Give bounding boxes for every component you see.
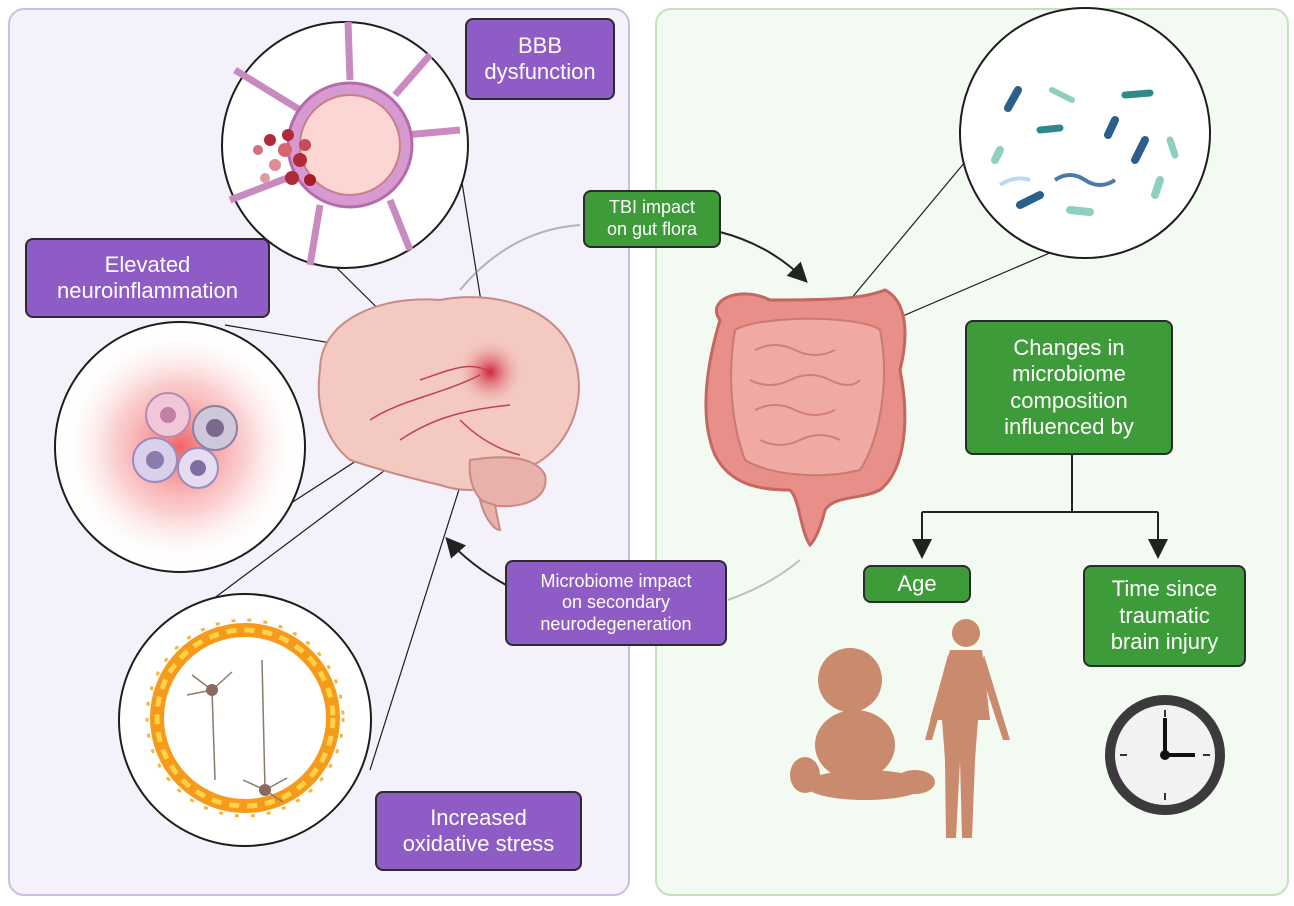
label-age: Age <box>863 565 971 603</box>
baby-icon <box>790 648 935 800</box>
label-microbiome-impact: Microbiome impact on secondary neurodege… <box>505 560 727 646</box>
label-time-since-tbi: Time since traumatic brain injury <box>1083 565 1246 667</box>
bacteria-icon <box>959 7 1211 259</box>
tree-connectors <box>912 455 1168 559</box>
arc-lower <box>727 559 801 601</box>
label-increased-oxidative-stress: Increased oxidative stress <box>375 791 582 871</box>
label-bbb-text: BBB dysfunction <box>484 32 596 84</box>
arrow-microbiome-to-brain <box>445 536 507 586</box>
arrow-tbi-to-gut <box>719 231 808 283</box>
label-bbb-dysfunction: BBB dysfunction <box>465 18 615 100</box>
label-neuroinflammation-text: Elevated neuroinflammation <box>57 251 238 303</box>
label-age-text: Age <box>897 570 937 596</box>
label-tbi-impact-gut: TBI impact on gut flora <box>583 190 721 248</box>
label-elevated-neuroinflammation: Elevated neuroinflammation <box>25 238 270 318</box>
label-changes-microbiome: Changes in microbiome composition influe… <box>965 320 1173 455</box>
blood-vessel-icon <box>221 21 469 269</box>
immune-cells-icon <box>54 321 306 573</box>
label-tbi-gut-text: TBI impact on gut flora <box>606 197 698 239</box>
label-microbiome-impact-text: Microbiome impact on secondary neurodege… <box>540 570 692 634</box>
brain-icon <box>317 296 580 532</box>
clock-icon <box>1105 695 1225 815</box>
intestine-icon <box>704 288 907 548</box>
label-time-since-text: Time since traumatic brain injury <box>1110 576 1219 655</box>
arc-upper <box>459 224 581 291</box>
adult-icon <box>925 619 1010 838</box>
label-oxidative-text: Increased oxidative stress <box>402 804 555 856</box>
label-changes-text: Changes in microbiome composition influe… <box>1004 334 1134 439</box>
burning-neurons-icon <box>118 593 372 847</box>
